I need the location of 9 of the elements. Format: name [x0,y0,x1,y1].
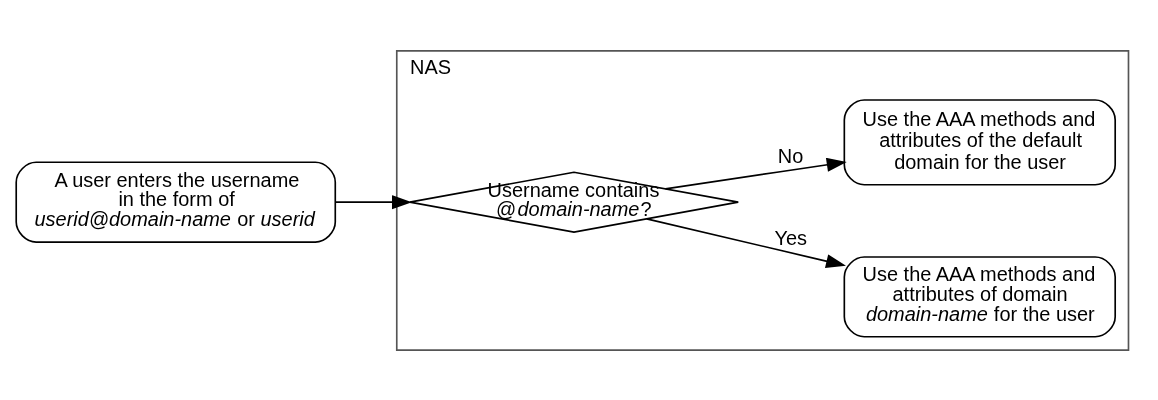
node-box: Use the AAA methods and attributes of the default domain for the user [843,98,1116,186]
edge-label: No [777,144,804,167]
arrow [334,194,412,209]
node-box: Use the AAA methods and attributes of domain domain-name for the user [843,255,1116,338]
edge-label: Yes [774,226,808,249]
arrow [645,217,846,268]
node-box: A user enters the username in the form of userid@domain-name or userid [15,160,337,243]
node-diamond: Username contains @domain-name? [408,170,740,233]
arrow [664,157,847,190]
